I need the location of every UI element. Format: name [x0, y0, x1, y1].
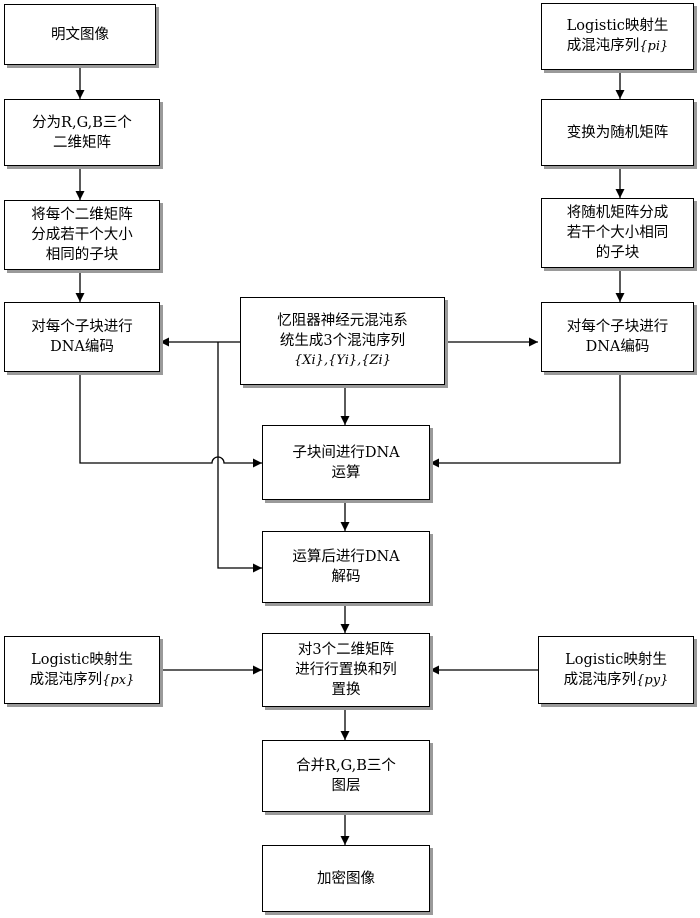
node-text: Logistic映射生: [31, 651, 133, 668]
sequence-label: {px}: [102, 672, 135, 688]
node-text: 对3个二维矩阵: [297, 642, 395, 658]
node-text: 置换: [331, 682, 361, 698]
node-encrypted-image: 加密图像: [262, 845, 430, 912]
node-text: 将每个二维矩阵: [31, 207, 133, 223]
node-text: 分成若干个大小: [31, 227, 133, 243]
node-logistic-pi: Logistic映射生 成混沌序列{pi}: [541, 3, 694, 70]
node-random-matrix: 变换为随机矩阵: [541, 99, 694, 166]
node-text: 统生成3个混沌序列: [279, 333, 406, 349]
node-plain-image: 明文图像: [4, 4, 156, 65]
node-text: DNA编码: [585, 339, 650, 355]
node-text: 明文图像: [51, 26, 109, 43]
sequence-label: {Xi},{Yi},{Zi}: [293, 353, 391, 368]
node-text: 图层: [331, 778, 361, 794]
node-text: 解码: [331, 569, 361, 585]
node-text: Logistic映射生: [566, 18, 669, 34]
node-split-rgb: 分为R,G,B三个 二维矩阵: [4, 99, 160, 166]
node-text: 进行行置换和列: [295, 662, 397, 678]
node-text: 运算后进行DNA: [292, 549, 400, 565]
node-dna-encode-right: 对每个子块进行 DNA编码: [541, 302, 694, 372]
node-text: 加密图像: [317, 870, 375, 887]
node-logistic-px: Logistic映射生 成混沌序列{px}: [4, 636, 160, 704]
node-text: 变换为随机矩阵: [566, 124, 669, 141]
sequence-label: {pi}: [639, 39, 669, 54]
node-text: 分为R,G,B三个: [32, 114, 132, 131]
node-text: 忆阻器神经元混沌系: [277, 313, 408, 329]
node-text: Logistic映射生: [565, 651, 667, 668]
node-text: 若干个大小相同: [566, 225, 669, 241]
node-text-line2: 成混沌序列{py}: [564, 670, 669, 691]
node-text: 成混沌序列: [563, 671, 637, 688]
node-memristor-chaos: 忆阻器神经元混沌系 统生成3个混沌序列 {Xi},{Yi},{Zi}: [240, 297, 445, 385]
node-text: 合并R,G,B三个: [296, 758, 396, 774]
node-text: 将随机矩阵分成: [566, 205, 669, 221]
node-split-blocks-left: 将每个二维矩阵 分成若干个大小 相同的子块: [4, 200, 160, 270]
node-text: 对每个子块进行: [566, 319, 669, 335]
arrow-encode-right-to-operation: [430, 372, 621, 468]
node-text: 二维矩阵: [53, 134, 111, 151]
node-text: 相同的子块: [45, 247, 119, 263]
node-dna-decode: 运算后进行DNA 解码: [262, 531, 430, 603]
node-text: DNA编码: [50, 339, 114, 355]
node-text: 成混沌序列: [29, 671, 103, 688]
node-text: 子块间进行DNA: [292, 444, 400, 461]
node-dna-operation: 子块间进行DNA 运算: [262, 425, 430, 500]
node-merge-layers: 合并R,G,B三个 图层: [262, 740, 430, 812]
node-split-blocks-right: 将随机矩阵分成 若干个大小相同 的子块: [541, 198, 694, 268]
node-permutation: 对3个二维矩阵 进行行置换和列 置换: [262, 633, 430, 707]
arrow-encode-left-to-operation: [79, 372, 262, 468]
sequence-label: {py}: [636, 672, 669, 688]
node-text: 的子块: [595, 245, 640, 261]
node-text: 对每个子块进行: [31, 319, 133, 335]
node-text-line2: 成混沌序列{px}: [30, 670, 135, 691]
arrow-memristor-to-decode: [217, 342, 262, 573]
node-text-line2: 成混沌序列{pi}: [567, 36, 669, 57]
node-dna-encode-left: 对每个子块进行 DNA编码: [4, 302, 160, 372]
node-text: 成混沌序列: [566, 38, 640, 54]
node-logistic-py: Logistic映射生 成混沌序列{py}: [538, 636, 694, 704]
node-text: 运算: [331, 464, 361, 481]
